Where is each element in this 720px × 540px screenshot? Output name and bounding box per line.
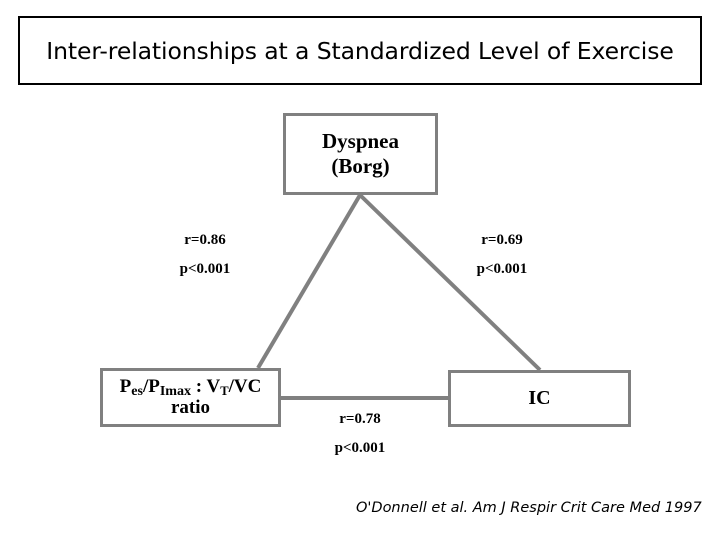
- node-ic[interactable]: IC: [448, 370, 631, 427]
- connector-dyspnea-to-ic: [358, 193, 542, 372]
- stat-right-r: r=0.69: [481, 232, 523, 248]
- citation-text: O'Donnell et al. Am J Respir Crit Care M…: [356, 500, 702, 516]
- node-ic-label: IC: [528, 387, 551, 409]
- connector-dyspnea-to-ratio: [256, 193, 362, 370]
- node-dyspnea-line2: (Borg): [331, 154, 390, 178]
- node-pes-pimax-vt-vc-ratio[interactable]: Pes/PImax : VT/VC ratio: [100, 368, 281, 427]
- stat-right-p: p<0.001: [476, 261, 528, 277]
- title-banner: Inter-relationships at a Standardized Le…: [18, 16, 702, 85]
- stat-bottom-p: p<0.001: [334, 440, 386, 456]
- node-ratio-line2: ratio: [170, 396, 211, 418]
- stat-dyspnea-to-ratio: r=0.86 p<0.001: [150, 233, 260, 277]
- page-title: Inter-relationships at a Standardized Le…: [46, 36, 674, 65]
- stat-ratio-to-ic: r=0.78 p<0.001: [305, 412, 415, 456]
- stat-bottom-r: r=0.78: [339, 411, 381, 427]
- node-dyspnea[interactable]: Dyspnea (Borg): [283, 113, 438, 195]
- node-dyspnea-line1: Dyspnea: [321, 129, 400, 154]
- stat-left-p: p<0.001: [179, 261, 231, 277]
- stat-left-r: r=0.86: [184, 232, 226, 248]
- stat-dyspnea-to-ic: r=0.69 p<0.001: [447, 233, 557, 277]
- node-ratio-formula: Pes/PImax : VT/VC: [119, 375, 262, 399]
